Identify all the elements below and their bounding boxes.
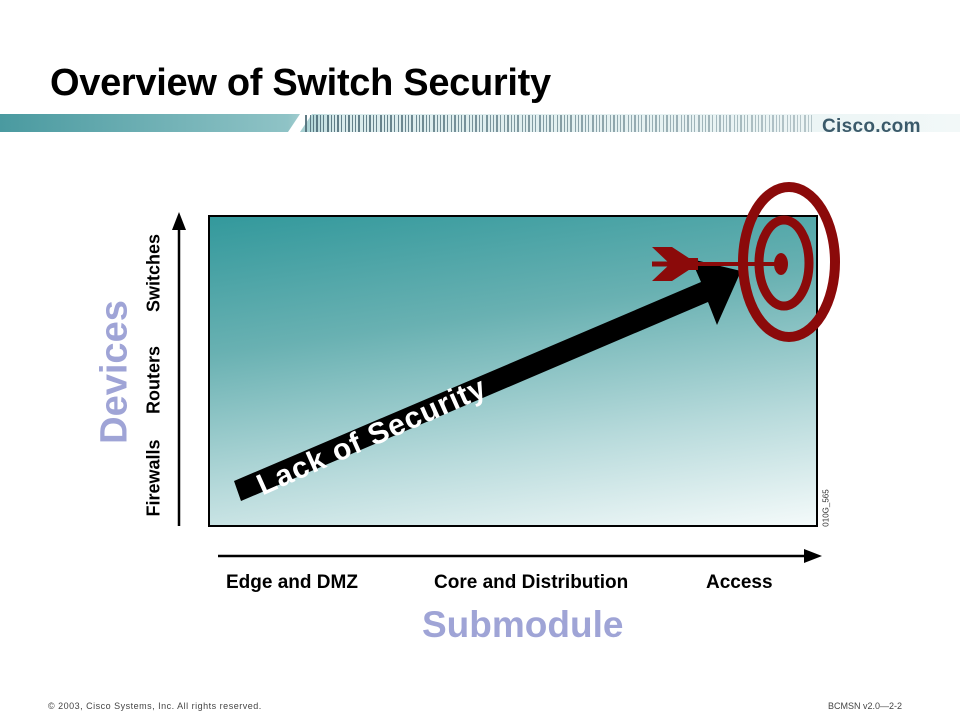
header-band bbox=[0, 114, 960, 132]
y-axis-arrow bbox=[172, 212, 186, 526]
security-arrow bbox=[234, 259, 741, 501]
x-axis-label-edge: Edge and DMZ bbox=[226, 572, 358, 593]
x-axis-label-core: Core and Distribution bbox=[434, 572, 629, 593]
x-axis-title: Submodule bbox=[422, 604, 624, 645]
x-axis-label-access: Access bbox=[706, 572, 773, 593]
copyright-footer: © 2003, Cisco Systems, Inc. All rights r… bbox=[48, 701, 262, 711]
x-axis-arrow bbox=[218, 549, 822, 563]
slide-title: Overview of Switch Security bbox=[50, 62, 551, 104]
course-code-footer: BCMSN v2.0—2-2 bbox=[827, 701, 902, 711]
dart-icon bbox=[652, 247, 781, 281]
brand-logo: Cisco.com bbox=[822, 116, 921, 137]
